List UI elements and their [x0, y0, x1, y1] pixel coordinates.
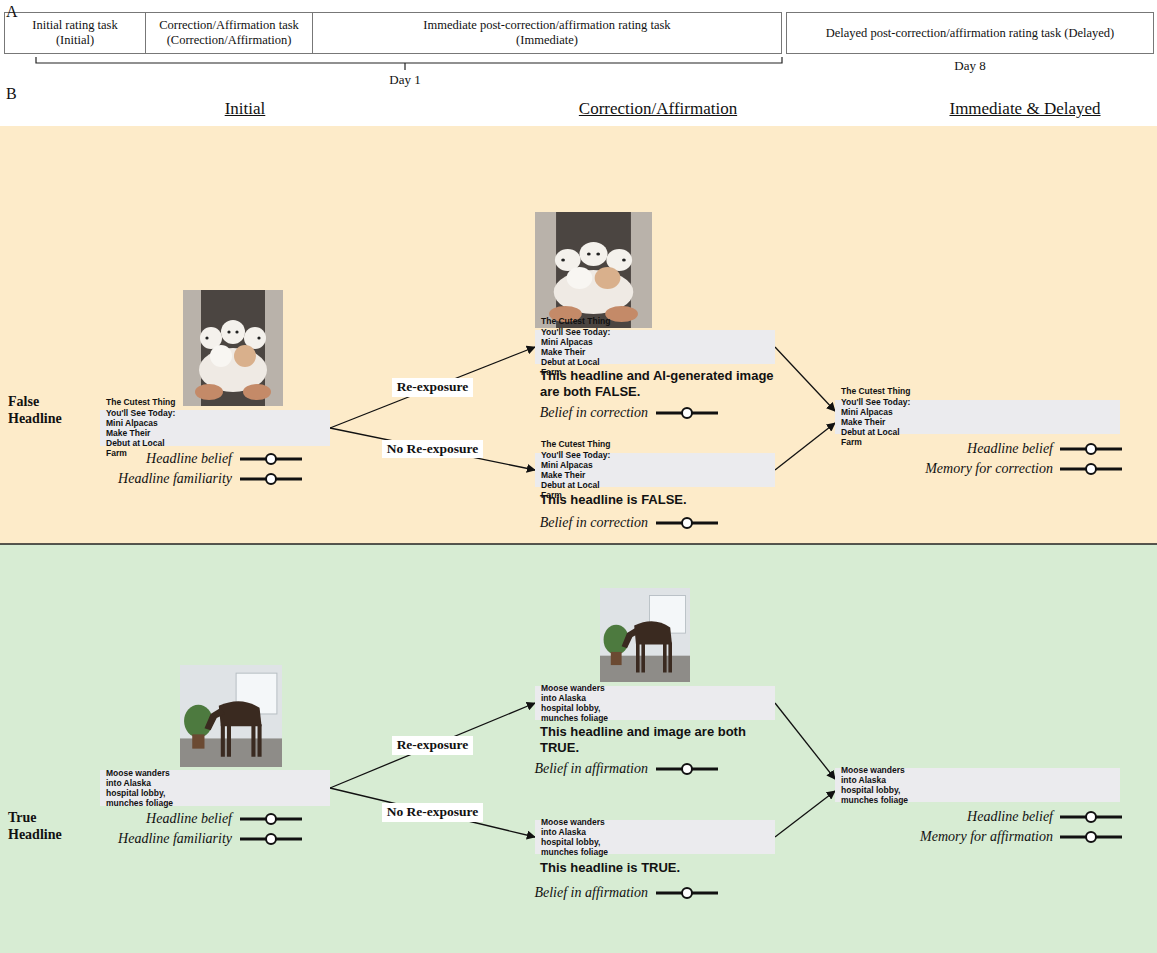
headline-box: Moose wanders into Alaska hospital lobby…	[835, 768, 1120, 802]
alpaca-photo	[535, 212, 652, 328]
flow-arrow	[775, 791, 835, 837]
false-band-ground	[0, 126, 1157, 544]
task-box: Immediate post-correction/affirmation ra…	[312, 12, 782, 54]
condition-band: True Headline Moose wanders into Alaska h…	[0, 544, 1157, 953]
condition-title: True Headline	[8, 810, 78, 844]
rating-sliders	[240, 408, 1122, 898]
headline-box: The Cutest Thing You'll See Today: Mini …	[535, 453, 775, 487]
branch-label: Re-exposure	[392, 378, 474, 396]
headline-text: Moose wanders into Alaska hospital lobby…	[106, 768, 176, 809]
branch-label: Re-exposure	[392, 736, 474, 754]
slider-knob	[266, 454, 276, 464]
slider-knob	[266, 814, 276, 824]
task-box: Delayed post-correction/affirmation rati…	[786, 12, 1154, 54]
headline-text: The Cutest Thing You'll See Today: Mini …	[541, 439, 611, 500]
slider-knob	[682, 888, 692, 898]
flow-arrow	[775, 703, 835, 779]
slider-knob	[682, 408, 692, 418]
slider-knob	[682, 518, 692, 528]
verdict-text: This headline is FALSE.	[540, 492, 785, 508]
task-text: Initial rating task (Initial)	[13, 18, 138, 48]
true-band-ground	[0, 544, 1157, 953]
branch-label: No Re-exposure	[382, 440, 484, 458]
rating-scale-label: Headline belief	[753, 808, 1053, 826]
task-text: Delayed post-correction/affirmation rati…	[826, 26, 1115, 41]
verdict-text: This headline is TRUE.	[540, 860, 785, 876]
flow-arrow	[330, 788, 535, 837]
rating-scale-label: Belief in affirmation	[348, 884, 648, 902]
verdict-text: This headline and AI-generated image are…	[540, 368, 785, 400]
column-header: Correction/Affirmation	[458, 99, 858, 119]
moose-photo	[180, 665, 282, 767]
column-header: Immediate & Delayed	[825, 99, 1157, 119]
rating-scale-label: Headline familiarity	[0, 470, 232, 488]
day-bracket	[36, 57, 782, 70]
headline-text: Moose wanders into Alaska hospital lobby…	[541, 683, 611, 724]
day-label: Day 1	[205, 72, 605, 88]
task-box: Initial rating task (Initial)	[4, 12, 146, 54]
rating-scale-label: Memory for affirmation	[753, 828, 1053, 846]
slider-knob	[266, 474, 276, 484]
rating-scale-label: Belief in correction	[348, 514, 648, 532]
column-header: Initial	[45, 99, 445, 119]
rating-scale-label: Belief in correction	[348, 404, 648, 422]
headline-text: Moose wanders into Alaska hospital lobby…	[541, 817, 611, 858]
headline-box: Moose wanders into Alaska hospital lobby…	[535, 686, 775, 720]
headline-text: The Cutest Thing You'll See Today: Mini …	[541, 316, 611, 377]
headline-box: The Cutest Thing You'll See Today: Mini …	[100, 410, 330, 446]
headline-box: Moose wanders into Alaska hospital lobby…	[535, 820, 775, 854]
condition-band: False HeadlineThe Cutest Thing You'll Se…	[0, 126, 1157, 544]
condition-title: False Headline	[8, 394, 78, 428]
slider-knob	[682, 764, 692, 774]
task-text: Correction/Affirmation task (Correction/…	[149, 18, 309, 48]
rating-scale-label: Belief in affirmation	[348, 760, 648, 778]
slider-knob	[1086, 464, 1096, 474]
band-divider	[0, 543, 1157, 545]
flow-arrow	[775, 423, 835, 470]
headline-text: The Cutest Thing You'll See Today: Mini …	[841, 386, 911, 447]
verdict-text: This headline and image are both TRUE.	[540, 724, 785, 756]
slider-knob	[266, 834, 276, 844]
day-label: Day 8	[770, 58, 1157, 74]
flow-arrow	[330, 703, 535, 788]
headline-box: The Cutest Thing You'll See Today: Mini …	[535, 330, 775, 364]
slider-knob	[1086, 812, 1096, 822]
flow-arrow	[330, 347, 535, 428]
panel-letter: B	[6, 84, 36, 103]
task-text: Immediate post-correction/affirmation ra…	[397, 18, 697, 48]
rating-scale-label: Memory for correction	[753, 460, 1053, 478]
headline-box: Moose wanders into Alaska hospital lobby…	[100, 770, 330, 806]
headline-text: The Cutest Thing You'll See Today: Mini …	[106, 397, 176, 458]
moose-photo	[600, 588, 690, 682]
headline-text: Moose wanders into Alaska hospital lobby…	[841, 765, 911, 806]
slider-knob	[1086, 444, 1096, 454]
headline-box: The Cutest Thing You'll See Today: Mini …	[835, 400, 1120, 434]
flow-arrow	[775, 347, 835, 411]
task-box: Correction/Affirmation task (Correction/…	[145, 12, 313, 54]
rating-scale-label: Headline belief	[753, 440, 1053, 458]
branch-label: No Re-exposure	[382, 803, 484, 821]
slider-knob	[1086, 832, 1096, 842]
flow-arrow	[330, 428, 535, 470]
alpaca-photo	[183, 290, 283, 406]
